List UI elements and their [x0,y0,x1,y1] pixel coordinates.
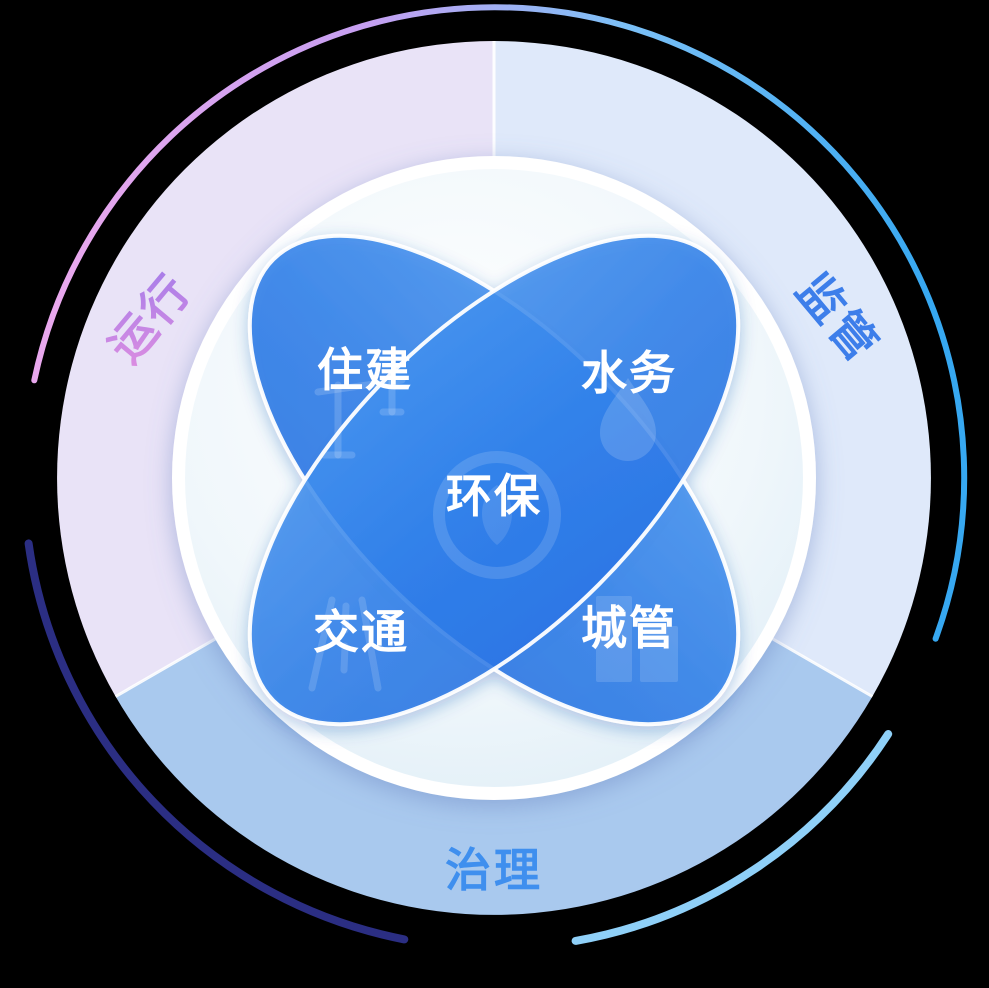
outer-arc-gradient [31,4,968,642]
outer-arc-navy [24,539,409,944]
road-icon [308,596,382,692]
petal-label-bottom-right[interactable]: 城管 [581,602,677,654]
outer-arc-lightblue [571,730,893,945]
petal-label-top-left[interactable]: 住建 [317,344,413,396]
petal-label-top-right[interactable]: 水务 [581,347,677,399]
petal-ellipse-ne-sw[interactable] [169,155,820,806]
leaf-emblem-icon [433,451,561,579]
crane-icon [314,376,406,459]
sector-label-bottom: 治理 [445,844,543,896]
petal-label-bottom-left[interactable]: 交通 [313,606,409,658]
center-label[interactable]: 环保 [446,470,542,522]
buildings-icon [596,596,678,682]
water-drop-icon [600,378,656,461]
petal-group [169,155,820,806]
